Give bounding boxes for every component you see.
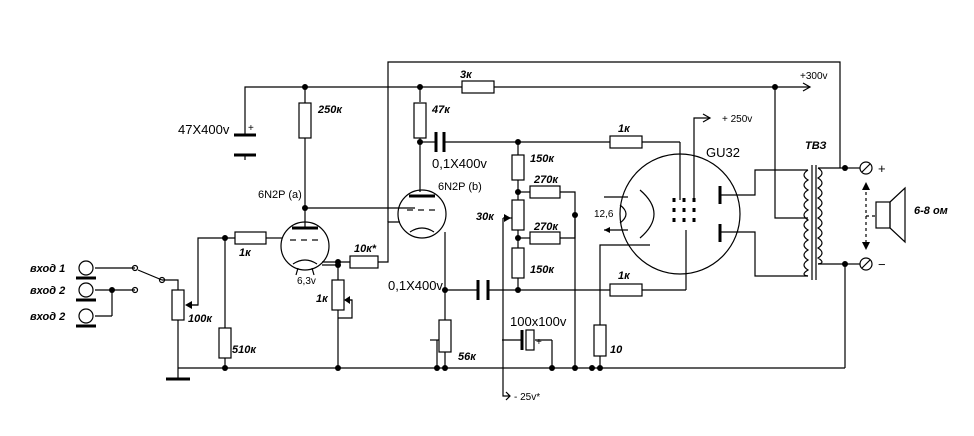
label-r-1k-g1: 1к (618, 270, 631, 282)
label-r-150k-bottom: 150к (530, 264, 555, 276)
svg-text:+: + (248, 123, 254, 134)
label-tube-b: 6N2P (b) (438, 181, 482, 193)
labels: вход 1 вход 2 вход 2 47X400v 250к 47к 3к… (30, 69, 948, 403)
supply-arrows (505, 82, 812, 401)
label-cap-coupling-1: 0,1X400v (432, 156, 487, 171)
resistor-1k-g2 (609, 135, 643, 149)
label-tube-a: 6N2P (a) (258, 189, 302, 201)
resistor-1k-cathode (331, 279, 345, 311)
label-cap-coupling-2: 0,1X400v (388, 278, 443, 293)
input-jack-1 (76, 260, 96, 280)
label-r-56k: 56к (458, 351, 477, 363)
label-supply-250: + 250v (722, 114, 752, 125)
tube-6n2p-b (397, 189, 447, 239)
resistor-510k (218, 327, 232, 359)
svg-text:+: + (536, 337, 542, 348)
input-jacks (76, 260, 166, 328)
label-r-510k: 510к (232, 344, 257, 356)
label-r-1k-input: 1к (239, 247, 252, 259)
tube-6n2p-a (280, 221, 330, 276)
label-supply-300: +300v (800, 71, 828, 82)
label-r-10k: 10к* (354, 243, 377, 255)
label-input-1: вход 1 (30, 263, 65, 275)
capacitor-47x400v: + (234, 123, 256, 160)
label-r-1k-cathode: 1к (316, 293, 329, 305)
speaker-icon (875, 186, 906, 244)
label-cap-main: 47X400v (178, 122, 230, 137)
resistor-1k-g1 (609, 283, 643, 297)
label-speaker: 6-8 ом (914, 205, 948, 217)
resistor-47k (413, 102, 427, 139)
resistor-150k-top (511, 154, 525, 181)
output-terminals (845, 161, 876, 271)
label-heater-6v3: 6,3v (297, 276, 316, 287)
resistor-3k (461, 80, 495, 94)
resistor-56k (438, 319, 452, 353)
label-input-2b: вход 2 (30, 311, 65, 323)
resistor-270k-top (529, 185, 561, 199)
resistor-150k-bottom (511, 247, 525, 279)
label-r-30k: 30к (476, 211, 495, 223)
pot-wipers (185, 214, 512, 309)
capacitor-0.1x400v-a (434, 132, 446, 152)
input-jack-2b (76, 308, 96, 328)
label-r-270k-bottom: 270к (533, 221, 559, 233)
label-r-10: 10 (610, 344, 623, 356)
label-minus: − (878, 257, 886, 272)
capacitor-100x100v: + (520, 329, 542, 351)
capacitor-0.1x400v-b (476, 280, 490, 300)
label-transformer: ТВЗ (805, 140, 826, 152)
potentiometer-100k (171, 289, 185, 321)
label-r-150k-top: 150к (530, 153, 555, 165)
potentiometer-30k (511, 199, 525, 231)
input-selector-switch (131, 264, 166, 294)
label-r-3k: 3к (460, 69, 473, 81)
label-tube-gu32: GU32 (706, 145, 740, 160)
label-r-270k-top: 270к (533, 174, 559, 186)
resistor-10-ohm (593, 324, 607, 357)
junction-dots (109, 84, 848, 371)
label-cap-bias: 100x100v (510, 314, 567, 329)
resistor-1k-input (234, 231, 267, 245)
output-transformer (803, 165, 823, 280)
capacitors: + + (234, 123, 542, 351)
label-r-1k-g2: 1к (618, 123, 631, 135)
resistor-250k (298, 102, 312, 139)
resistor-270k-bottom (529, 231, 561, 245)
label-r-250k: 250к (317, 104, 343, 116)
input-jack-2a (76, 282, 96, 302)
label-heater-12v6: 12,6 (594, 209, 614, 220)
wiring (95, 61, 846, 397)
label-plus: + (878, 161, 886, 176)
resistors (171, 80, 643, 359)
label-r-47k: 47к (431, 104, 451, 116)
resistor-10k-feedback (349, 255, 379, 269)
label-r-100k: 100к (188, 313, 213, 325)
tube-gu32 (604, 153, 741, 275)
label-bias-supply: - 25v* (514, 392, 540, 403)
label-input-2a: вход 2 (30, 285, 65, 297)
